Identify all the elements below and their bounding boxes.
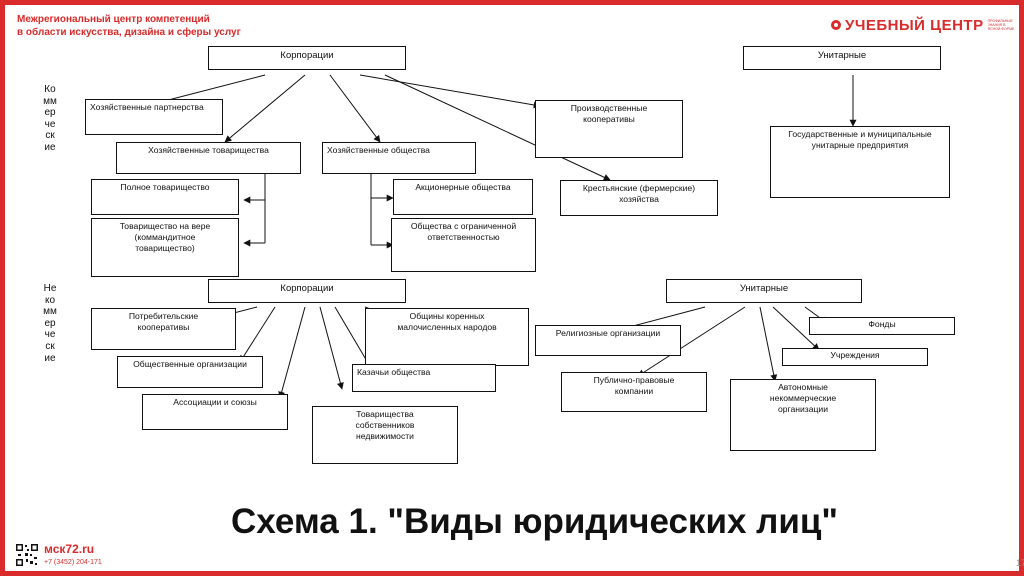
box-full-partnership: Полное товарищество [91,179,239,215]
box-joint-stock-companies: Акционерные общества [393,179,533,215]
arrow-corp-peasant [384,74,611,181]
organization-name: Межрегиональный центр компетенций в обла… [17,13,241,39]
box-unitary-noncommercial: Унитарные [666,279,862,303]
arrow-unit2-institutions [772,306,820,351]
arrow-corp2-homeowners [319,306,344,390]
box-autonomous-nonprofits: Автономные некоммерческие организации [730,379,876,451]
arrow-unit2-autonomous [759,306,778,382]
arrow-corp2-associations [278,306,306,399]
box-indigenous-communities: Общины коренных малочисленных народов [365,308,529,366]
arrow-corp-prod-coop [359,74,541,109]
box-state-municipal-unitary: Государственные и муниципальные унитарны… [770,126,950,198]
box-public-law-companies: Публично-правовые компании [561,372,707,412]
commercial-side-label: Коммерческие [43,84,57,154]
qr-code-icon [15,543,39,567]
box-consumer-cooperatives: Потребительские кооперативы [91,308,236,350]
box-religious-organizations: Религиозные организации [535,325,681,356]
box-production-cooperatives: Производственные кооперативы [535,100,683,158]
organization-name-line1: Межрегиональный центр компетенций [17,14,210,25]
box-limited-partnership: Товарищество на вере (коммандитное товар… [91,218,239,277]
box-homeowners-partnerships: Товарищества собственников недвижимости [312,406,458,464]
phone-number: +7 (3452) 204-171 [44,559,102,566]
box-economic-companies: Хозяйственные общества [322,142,476,174]
box-economic-partnerships: Хозяйственные партнерства [85,99,223,135]
training-center-logo: УЧЕБНЫЙ ЦЕНТР ПРОФИЛЬНЫЕ ЗНАНИЯ В ЯСНОЙ … [831,15,1018,35]
website-link[interactable]: мск72.ru [44,542,95,556]
slide-title: Схема 1. "Виды юридических лиц" [231,502,839,541]
connector-lines [144,74,857,399]
noncommercial-side-label: Некоммерческие [43,283,57,364]
box-corporations-noncommercial: Корпорации [208,279,406,303]
box-public-organizations: Общественные организации [117,356,263,388]
arrow-corp-econ-companies [329,74,381,143]
box-economic-partnerships-general: Хозяйственные товарищества [116,142,301,174]
box-institutions: Учреждения [782,348,928,366]
box-funds: Фонды [809,317,955,335]
box-peasant-farms: Крестьянские (фермерские) хозяйства [560,180,718,216]
logo-tagline: ПРОФИЛЬНЫЕ ЗНАНИЯ В ЯСНОЙ ФОРМЕ [987,19,1015,31]
commercial-side-label-text: Коммерческие [43,84,57,153]
page-number: 17 [1016,558,1024,568]
box-corporations-commercial: Корпорации [208,46,406,70]
box-unitary-commercial: Унитарные [743,46,941,70]
arrow-corp2-public-orgs [239,306,276,363]
arrow-corp-econ-partnerships [224,74,306,143]
arrow-unit2-public-law [637,306,746,377]
box-associations-unions: Ассоциации и союзы [142,394,288,430]
box-cossack-societies: Казачьи общества [352,364,496,392]
box-limited-liability-companies: Общества с ограниченной ответственностью [391,218,536,272]
logo-ring-icon [831,20,841,30]
logo-text: УЧЕБНЫЙ ЦЕНТР [845,16,984,34]
noncommercial-side-label-text: Некоммерческие [43,283,57,364]
organization-name-line2: в области искусства, дизайна и сферы усл… [17,27,241,38]
